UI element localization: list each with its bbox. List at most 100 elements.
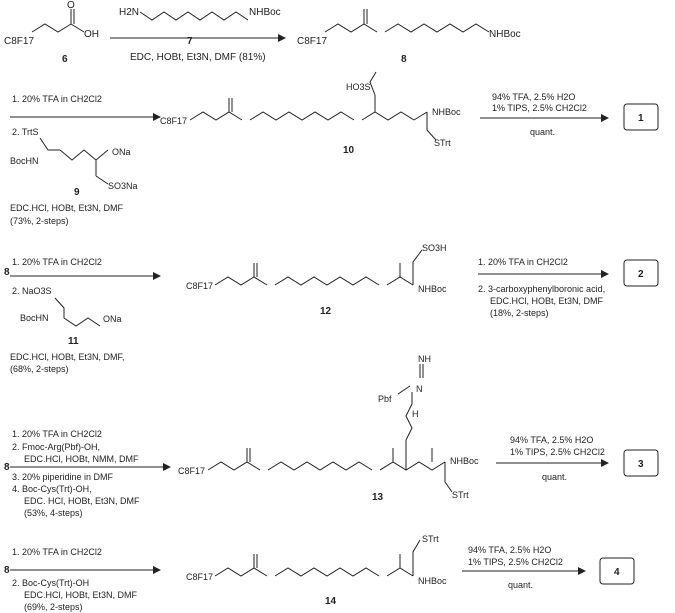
- row4-condition-2: 2. Fmoc-Arg(Pbf)-OH,: [12, 442, 100, 452]
- row5-condition-2b: EDC.HCl, HOBt, Et3N, DMF: [24, 590, 138, 600]
- n-label: N: [416, 384, 423, 394]
- row2-condition-4: (73%, 2-steps): [10, 216, 69, 226]
- bochn-label: BocHN: [10, 156, 39, 166]
- strt-label: STrt: [452, 490, 469, 500]
- row3-right-3: EDC.HCl, HOBt, Et3N, DMF: [490, 296, 604, 306]
- compound-8-number: 8: [401, 54, 407, 65]
- row3: 8 1. 20% TFA in CH2Cl2 2. NaO3S BocHN ON…: [4, 243, 659, 374]
- row1: C8F17 O OH 6 H2N NHBoc 7 EDC, HOBt, Et3N…: [4, 0, 521, 65]
- deprotection-line-3: quant.: [530, 127, 555, 137]
- start-compound-8: 8: [4, 462, 10, 473]
- nhboc-label: NHBoc: [249, 7, 281, 18]
- oh-label: OH: [84, 29, 99, 40]
- c8f17-label: C8F17: [186, 281, 213, 291]
- row4-condition-4c: (53%, 4-steps): [24, 508, 83, 518]
- ho3s-label: HO3S: [346, 82, 371, 92]
- row5-condition-2c: (69%, 2-steps): [24, 602, 83, 612]
- compound-7-number: 7: [187, 36, 193, 47]
- row5: 8 1. 20% TFA in CH2Cl2 2. Boc-Cys(Trt)-O…: [4, 534, 635, 612]
- nhboc-label: NHBoc: [450, 456, 479, 466]
- deprotection-line-1: 94% TFA, 2.5% H2O: [510, 435, 593, 445]
- row3-condition-3: EDC.HCl, HOBt, Et3N, DMF,: [10, 352, 125, 362]
- c8f17-label: C8F17: [297, 36, 327, 47]
- target-box-3: [623, 449, 659, 477]
- cmpd10-chain: [189, 111, 243, 121]
- strt-label: STrt: [434, 138, 451, 148]
- cmpd8-peg: [384, 23, 490, 33]
- row4-condition-2b: EDC.HCl, HOBt, NMM, DMF: [24, 454, 139, 464]
- row5-condition-2: 2. Boc-Cys(Trt)-OH: [12, 578, 89, 588]
- row5-condition-1: 1. 20% TFA in CH2Cl2: [12, 547, 102, 557]
- cmpd12-chain: [214, 276, 268, 286]
- deprotection-line-3: quant.: [508, 580, 533, 590]
- h-label: H: [412, 409, 419, 419]
- row2: 1. 20% TFA in CH2Cl2 2. TrtS BocHN ONa S…: [10, 71, 659, 226]
- row4-condition-4b: EDC. HCl, HOBt, Et3N, DMF: [24, 496, 140, 506]
- row4-condition-4: 4. Boc-Cys(Trt)-OH,: [12, 484, 92, 494]
- row4-condition-3: 3. 20% piperidine in DMF: [12, 472, 114, 482]
- so3h-label: SO3H: [422, 243, 447, 253]
- row4: 8 1. 20% TFA in CH2Cl2 2. Fmoc-Arg(Pbf)-…: [4, 354, 659, 518]
- target-4-label: 4: [614, 567, 620, 578]
- row3-right-2: 2. 3-carboxyphenylboronic acid,: [478, 284, 605, 294]
- arginine-side-chain: [405, 403, 413, 441]
- row3-condition-4: (68%, 2-steps): [10, 364, 69, 374]
- c8f17-label: C8F17: [160, 116, 187, 126]
- row3-condition-2: 2. NaO3S: [12, 286, 52, 296]
- target-2-label: 2: [638, 269, 644, 280]
- deprotection-line-3: quant.: [542, 472, 567, 482]
- so3na-label: SO3Na: [108, 181, 138, 191]
- row2-condition-2: 2. TrtS: [12, 127, 39, 137]
- start-compound-8: 8: [4, 267, 10, 278]
- compound-13-number: 13: [372, 492, 384, 503]
- cmpd10-peg: [249, 111, 355, 121]
- target-box-2: [623, 259, 659, 287]
- cmpd14-peg: [274, 567, 380, 577]
- compound-11-number: 11: [68, 336, 79, 347]
- row2-condition-3: EDC.HCl, HOBt, Et3N, DMF: [10, 203, 124, 213]
- target-1-label: 1: [638, 113, 644, 124]
- pbf-label: Pbf: [378, 394, 392, 404]
- deprotection-line-2: 1% TIPS, 2.5% CH2Cl2: [492, 103, 587, 113]
- deprotection-line-2: 1% TIPS, 2.5% CH2Cl2: [468, 557, 563, 567]
- row3-right-4: (18%, 2-steps): [490, 308, 549, 318]
- cmpd13-chain: [207, 461, 261, 471]
- c8f17-label: C8F17: [178, 466, 205, 476]
- c8f17-label: C8F17: [186, 572, 213, 582]
- compound-10-number: 10: [343, 145, 355, 156]
- cmpd13-peg: [267, 461, 373, 471]
- nh-label: NH: [418, 354, 431, 364]
- nhboc-label: NHBoc: [489, 29, 521, 40]
- cmpd11-skeleton: [54, 297, 101, 327]
- cmpd9-skeleton: [39, 137, 60, 151]
- target-box-4: [599, 557, 635, 585]
- row4-condition-1: 1. 20% TFA in CH2Cl2: [12, 429, 102, 439]
- cmpd12-peg: [274, 276, 380, 286]
- cmpd6-chain: [31, 23, 72, 33]
- deprotection-line-1: 94% TFA, 2.5% H2O: [492, 92, 575, 102]
- ona-label: ONa: [112, 147, 131, 157]
- c8f17-label: C8F17: [4, 36, 34, 47]
- row3-right-1: 1. 20% TFA in CH2Cl2: [478, 257, 568, 267]
- peg-chain-7: [139, 11, 249, 21]
- compound-14-number: 14: [325, 596, 337, 607]
- nhboc-label: NHBoc: [432, 107, 461, 117]
- nhboc-label: NHBoc: [418, 576, 447, 586]
- bochn-label: BocHN: [20, 313, 49, 323]
- strt-label: STrt: [422, 534, 439, 544]
- start-compound-8: 8: [4, 565, 10, 576]
- compound-9-number: 9: [74, 187, 80, 198]
- deprotection-line-2: 1% TIPS, 2.5% CH2Cl2: [510, 447, 605, 457]
- row2-condition-1: 1. 20% TFA in CH2Cl2: [12, 94, 102, 104]
- nhboc-label: NHBoc: [418, 284, 447, 294]
- row3-condition-1: 1. 20% TFA in CH2Cl2: [12, 257, 102, 267]
- cmpd8-chain: [324, 23, 378, 33]
- ona-label: ONa: [103, 314, 122, 324]
- compound-6-number: 6: [62, 54, 68, 65]
- deprotection-line-1: 94% TFA, 2.5% H2O: [468, 545, 551, 555]
- h2n-label: H2N: [119, 7, 139, 18]
- compound-12-number: 12: [320, 306, 332, 317]
- oxygen-label: O: [67, 0, 75, 11]
- cmpd14-chain: [214, 567, 268, 577]
